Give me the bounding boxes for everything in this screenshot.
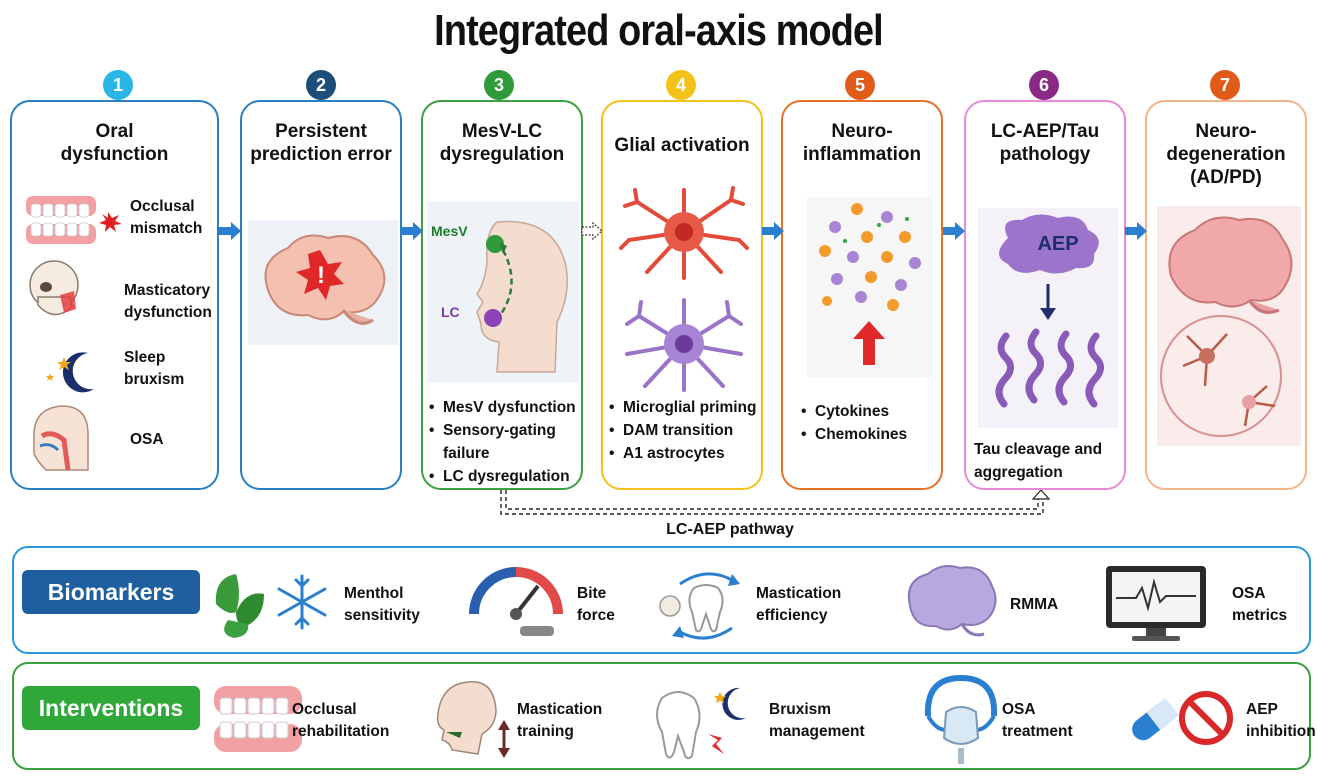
bullet-item: MesV dysfunction [429, 396, 584, 419]
svg-text:!: ! [317, 262, 325, 289]
stage-badge-7: 7 [1210, 70, 1240, 100]
astrocyte-icon [625, 298, 743, 392]
monitor-icon [1106, 566, 1206, 641]
biomarker-label-osa: OSA metrics [1232, 585, 1288, 624]
stage-bullets: Microglial priming DAM transition A1 ast… [609, 396, 767, 465]
stage-title: MesV-LC dysregulation [439, 121, 565, 165]
bullet-item: A1 astrocytes [609, 442, 767, 465]
biomarkers-label: Biomarkers [22, 570, 200, 614]
lc-label: LC [441, 304, 460, 320]
stage-lc-aep-tau: LC-AEP/Tau pathology AEP Tau cleavage an… [964, 100, 1126, 490]
stage-badge-2: 2 [306, 70, 336, 100]
aep-tau-icon [978, 208, 1118, 428]
stage-bullets: Cytokines Chemokines [801, 400, 941, 446]
aep-cloud-label: AEP [1037, 233, 1079, 255]
stage-title: LC-AEP/Tau pathology [990, 121, 1100, 165]
mint-snowflake-icon [215, 574, 327, 638]
stage-title: Persistent prediction error [250, 121, 392, 165]
oral-item-bruxism: Sleep bruxism [124, 349, 185, 388]
intervention-label-osa: OSA treatment [1002, 701, 1073, 740]
bullet-item: Microglial priming [609, 396, 767, 419]
skull-icon [29, 260, 79, 316]
lc-aep-pathway-connector [500, 490, 1051, 515]
intervention-label-aep: AEP inhibition [1246, 701, 1316, 740]
stage-neurodegeneration: Neuro- degeneration (AD/PD) [1145, 100, 1307, 490]
stage-badge-3: 3 [484, 70, 514, 100]
mesv-label: MesV [431, 223, 468, 239]
lc-aep-pathway-label: LC-AEP pathway [666, 521, 794, 538]
brain-icon [907, 565, 997, 637]
stage-badge-6: 6 [1029, 70, 1059, 100]
intervention-label-mastication: Mastication training [517, 701, 603, 740]
gauge-icon [469, 567, 563, 636]
intervention-label-occlusal: Occlusal rehabilitation [292, 701, 390, 740]
stage-glial-activation: Glial activation Microglial priming DAM … [601, 100, 763, 490]
pill-no-icon [1132, 691, 1233, 745]
stage-badge-4: 4 [666, 70, 696, 100]
biomarker-label-menthol: Menthol sensitivity [344, 585, 420, 624]
biomarker-label-rmma: RMMA [1010, 596, 1059, 613]
biomarker-label-bite: Bite force [577, 585, 615, 624]
oral-item-masticatory: Masticatory dysfunction [124, 282, 212, 321]
brain-neuron-icon [1157, 206, 1301, 446]
diagram-title: Integrated oral-axis model [434, 6, 884, 55]
teeth-mismatch-icon [26, 196, 122, 244]
stage-badge-1: 1 [103, 70, 133, 100]
head-pathway-icon [427, 202, 579, 382]
cpap-mask-icon [924, 674, 998, 764]
stage-neuroinflammation: Neuro- inflammation Cytokines Chemokines [781, 100, 943, 490]
stage-bullets: MesV dysfunction Sensory-gating failure … [429, 396, 584, 488]
flow-arrow-5-6 [943, 222, 965, 240]
stage-title: Oral dysfunction [60, 121, 169, 165]
stage-title: Neuro- degeneration (AD/PD) [1166, 121, 1286, 188]
stage-oral-dysfunction: Oral dysfunction Occlusal mismatch Masti… [10, 100, 219, 490]
flow-arrow-2-3 [401, 222, 423, 240]
moon-stars-icon [46, 352, 94, 393]
stage-badge-5: 5 [845, 70, 875, 100]
oral-item-occlusal: Occlusal mismatch [130, 198, 203, 237]
stage-prediction-error: Persistent prediction error ! [240, 100, 402, 490]
interventions-panel: Interventions Occlusal rehabilitation Ma… [12, 662, 1316, 770]
head-profile-icon [436, 681, 510, 758]
bullet-item: Chemokines [801, 423, 941, 446]
microglia-icon [619, 186, 749, 280]
bullet-item: LC dysregulation [429, 465, 584, 488]
stage-caption: Tau cleavage and aggregation [974, 441, 1103, 481]
tooth-cycle-icon [659, 572, 740, 640]
cytokines-icon [807, 197, 933, 377]
denture-icon [214, 686, 302, 752]
bullet-item: Cytokines [801, 400, 941, 423]
brain-alert-icon: ! [248, 220, 398, 345]
flow-arrow-6-7 [1125, 222, 1147, 240]
stage-mesv-lc: MesV-LC dysregulation MesV LC MesV dysfu… [421, 100, 583, 490]
stage-title: Neuro- inflammation [802, 121, 922, 165]
tooth-moon-icon [656, 687, 746, 760]
flow-arrow-4-5 [762, 222, 784, 240]
intervention-label-bruxism: Bruxism management [769, 701, 865, 740]
interventions-label: Interventions [22, 686, 200, 730]
biomarkers-panel: Biomarkers Menthol sensitivity Bite forc… [12, 546, 1311, 654]
flow-arrow-3-4 [581, 222, 603, 240]
biomarker-label-mastication: Mastication efficiency [756, 585, 842, 624]
bullet-item: Sensory-gating failure [429, 419, 584, 465]
flow-arrow-1-2 [219, 222, 241, 240]
bullet-item: DAM transition [609, 419, 767, 442]
airway-head-icon [33, 405, 89, 471]
stage-title: Glial activation [614, 135, 750, 156]
oral-item-osa: OSA [130, 431, 164, 448]
